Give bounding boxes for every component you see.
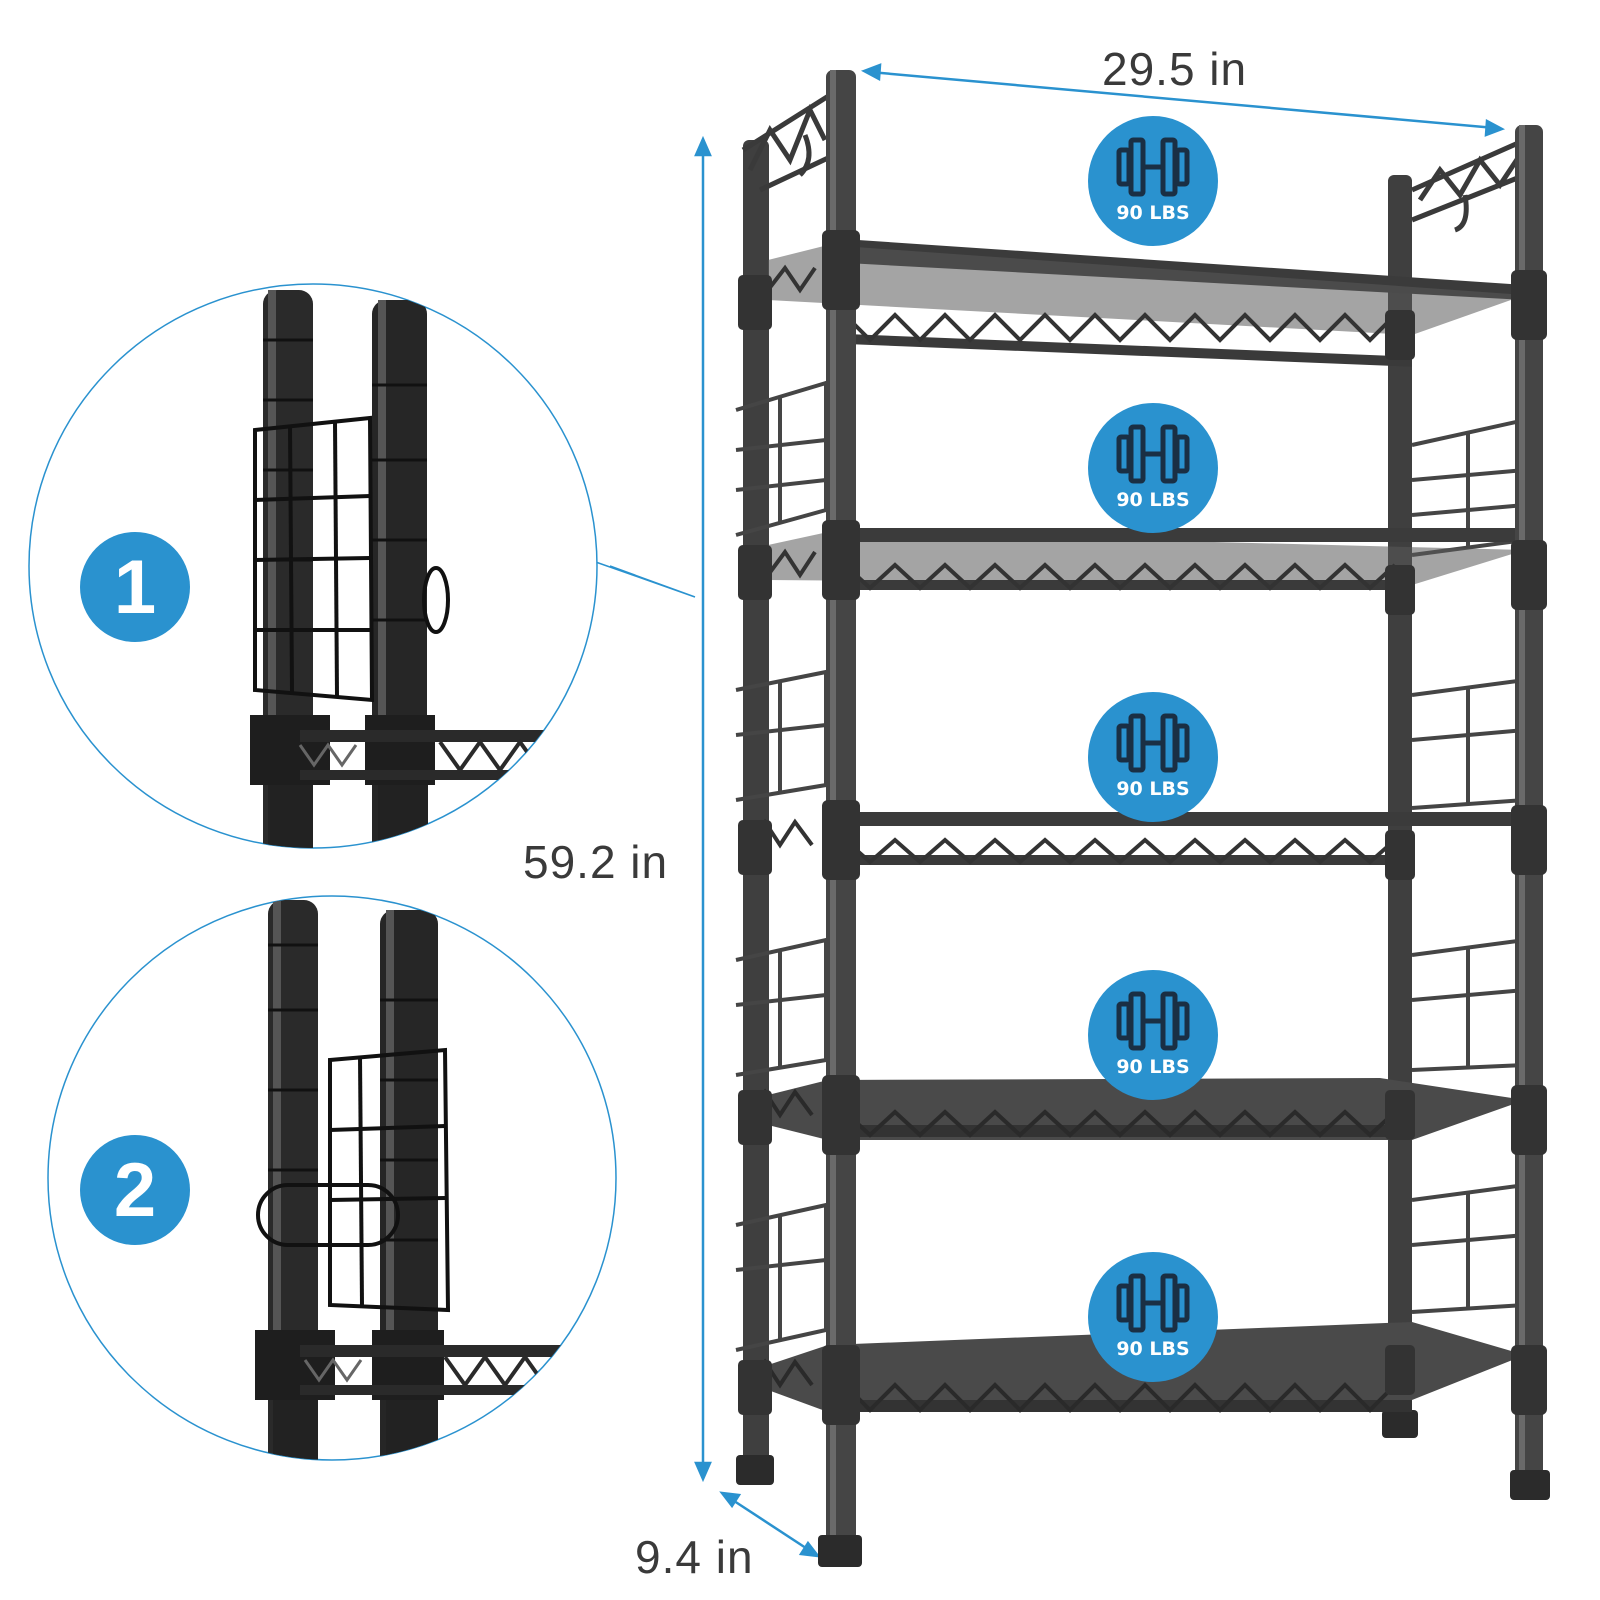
load-label: 90 LBS [1116,202,1190,224]
depth-dimension-label: 9.4 in [635,1531,754,1583]
load-label: 90 LBS [1116,489,1190,511]
detail-callout-2 [47,895,617,1461]
dumbbell-icon [1116,713,1190,773]
shelf-4 [746,1078,1525,1140]
shelf-3 [746,812,1525,865]
load-badge-shelf-2: 90 LBS [1088,403,1218,533]
width-dimension-label: 29.5 in [1102,43,1248,95]
height-dimension-label: 59.2 in [523,836,669,888]
dumbbell-icon [1116,424,1190,484]
dumbbell-icon [1116,991,1190,1051]
shelf-2 [766,528,1525,591]
load-badge-shelf-1: 90 LBS [1088,116,1218,246]
load-label: 90 LBS [1116,1338,1190,1360]
load-label: 90 LBS [1116,1056,1190,1078]
dumbbell-icon [1116,1273,1190,1333]
shelf-1 [766,238,1525,367]
load-label: 90 LBS [1116,778,1190,800]
load-badge-shelf-4: 90 LBS [1088,970,1218,1100]
load-badge-shelf-5: 90 LBS [1088,1252,1218,1382]
callout-number-2: 2 [80,1135,190,1245]
callout-number-1: 1 [80,532,190,642]
dumbbell-icon [1116,137,1190,197]
detail-callout-1 [28,283,696,849]
load-badge-shelf-3: 90 LBS [1088,692,1218,822]
shelving-unit [735,70,1550,1567]
dimension-lines [694,63,1506,1558]
